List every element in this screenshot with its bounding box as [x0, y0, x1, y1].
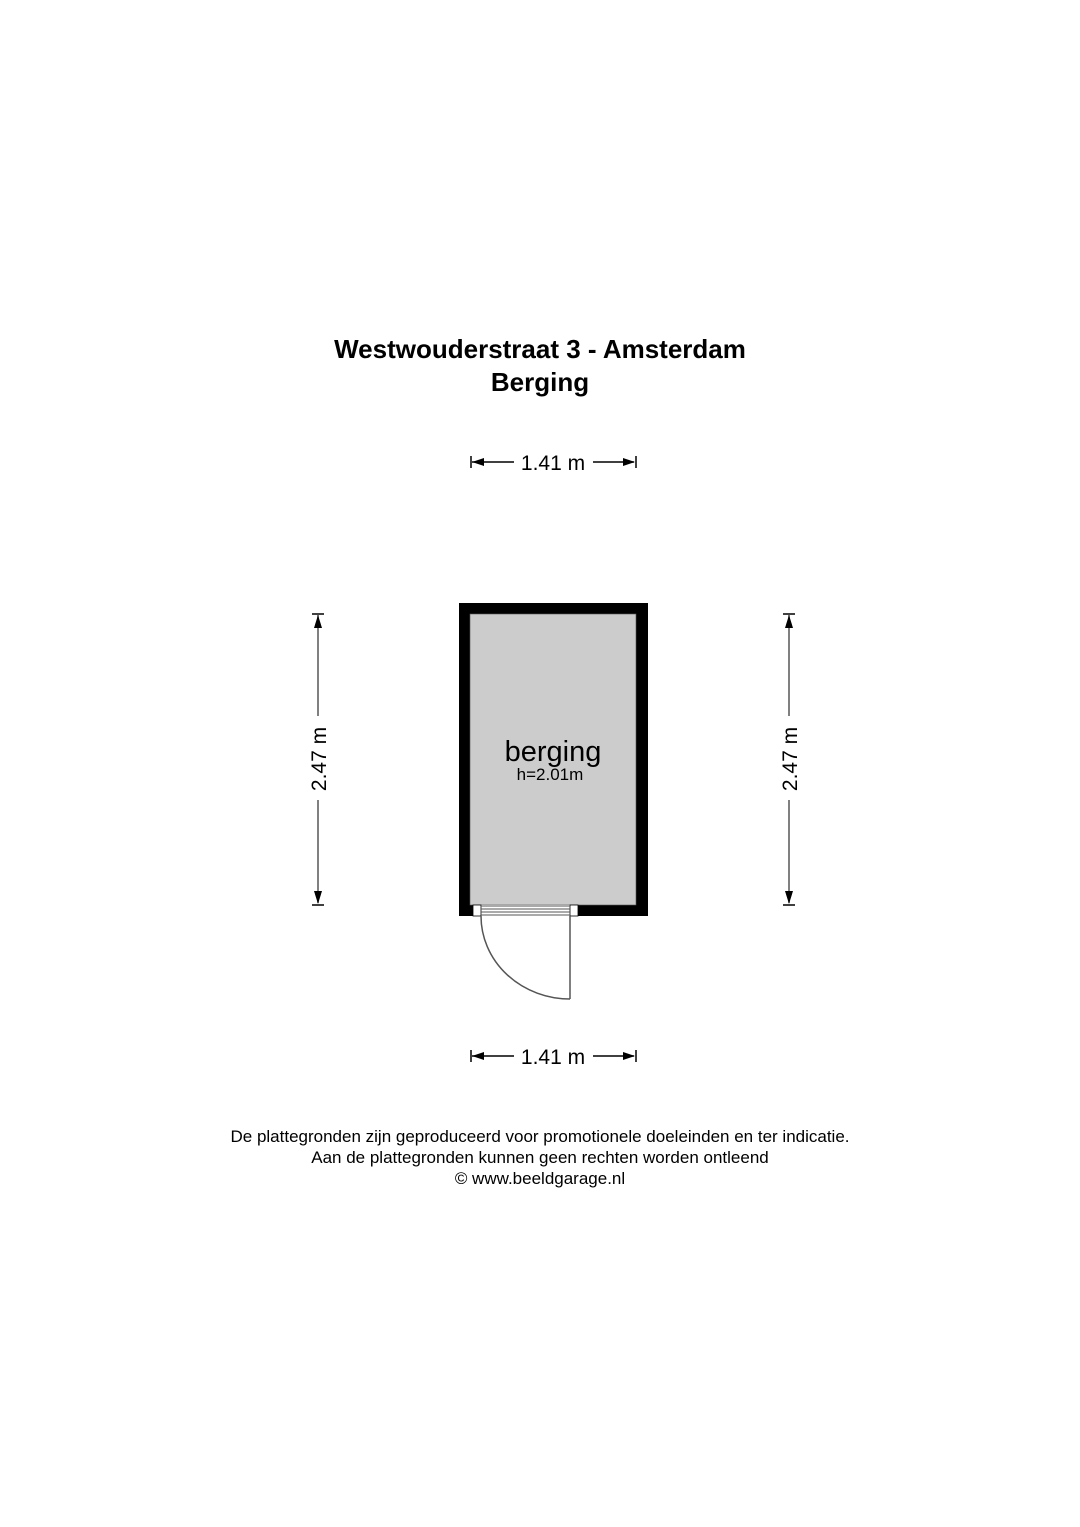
door-swing-icon	[480, 915, 571, 1000]
room-berging: berging h=2.01m	[459, 603, 648, 1000]
disclaimer-line-2: Aan de plattegronden kunnen geen rechten…	[311, 1148, 769, 1167]
dimension-right-depth: 2.47 m	[779, 613, 802, 906]
disclaimer-line-1: De plattegronden zijn geproduceerd voor …	[230, 1127, 850, 1146]
room-name-label: berging	[505, 736, 602, 768]
dimension-top-width: 1.41 m	[470, 452, 637, 475]
dimension-label-left: 2.47 m	[308, 727, 331, 791]
room-floor	[469, 613, 637, 906]
page-title: Westwouderstraat 3 - Amsterdam	[334, 334, 746, 364]
dimension-label-top: 1.41 m	[521, 452, 585, 475]
disclaimer-footer: De plattegronden zijn geproduceerd voor …	[0, 1126, 1080, 1189]
dimension-left-depth: 2.47 m	[308, 613, 331, 906]
page-subtitle: Berging	[490, 367, 590, 397]
room-height-label: h=2.01m	[517, 765, 584, 784]
dimension-label-bottom: 1.41 m	[521, 1046, 585, 1069]
dimension-bottom-width: 1.41 m	[470, 1046, 637, 1069]
dimension-label-right: 2.47 m	[779, 727, 802, 791]
door-opening	[473, 905, 578, 917]
copyright-link[interactable]: © www.beeldgarage.nl	[454, 1169, 626, 1188]
